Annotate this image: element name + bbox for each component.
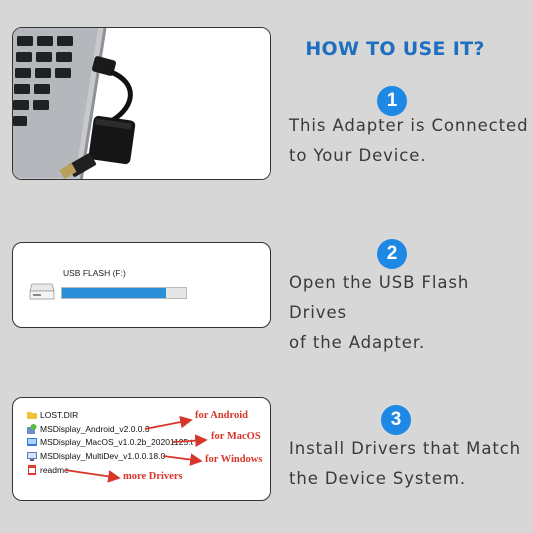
step-3-text: Install Drivers that Match the Device Sy… <box>289 434 529 494</box>
arrow-windows <box>162 453 203 466</box>
driver-files-panel: LOST.DIR MSDisplay_Android_v2.0.0.3 MSDi… <box>12 397 271 501</box>
file-item-macos[interactable]: MSDisplay_MacOS_v1.0.2b_20201125.t <box>27 435 193 449</box>
pdf-icon <box>28 465 36 475</box>
folder-icon <box>27 412 37 419</box>
step-1-line-2: to Your Device. <box>289 146 427 165</box>
android-installer-icon <box>27 424 37 434</box>
step-1-text: This Adapter is Connected to Your Device… <box>289 111 529 171</box>
step-2-line-2: of the Adapter. <box>289 333 426 352</box>
file-item-android[interactable]: MSDisplay_Android_v2.0.0.3 <box>27 422 150 436</box>
usb-drive-panel: USB FLASH (F:) <box>12 242 271 328</box>
label-more-drivers: more Drivers <box>123 471 183 482</box>
annotation-arrows <box>64 415 208 483</box>
arrow-android <box>144 415 193 430</box>
file-item-lost-dir[interactable]: LOST.DIR <box>27 408 78 422</box>
drive-capacity-fill <box>62 288 167 298</box>
windows-installer-icon <box>27 452 37 461</box>
usb-drive-icon <box>29 283 55 300</box>
page-title: HOW TO USE IT? <box>305 38 485 60</box>
step-3-badge: 3 <box>381 405 411 435</box>
arrow-more-drivers <box>64 469 121 483</box>
file-item-readme[interactable]: readme <box>27 463 69 477</box>
step-3-line-1: Install Drivers that Match <box>289 439 522 458</box>
file-item-windows[interactable]: MSDisplay_MultiDev_v1.0.0.18.0 <box>27 449 165 463</box>
step-2-badge: 2 <box>377 239 407 269</box>
step-3-line-2: the Device System. <box>289 469 466 488</box>
adapter-photo-panel <box>12 27 271 180</box>
arrow-macos <box>172 434 208 447</box>
step-1-badge: 1 <box>377 86 407 116</box>
label-for-macos: for MacOS <box>211 431 261 442</box>
drive-capacity-bar <box>61 287 187 299</box>
laptop-adapter-illustration <box>13 28 270 179</box>
drive-label[interactable]: USB FLASH (F:) <box>63 268 126 278</box>
step-2-text: Open the USB Flash Drives of the Adapter… <box>289 268 529 358</box>
macos-installer-icon <box>27 438 37 446</box>
step-1-line-1: This Adapter is Connected <box>289 116 529 135</box>
label-for-windows: for Windows <box>205 454 263 465</box>
label-for-android: for Android <box>195 410 249 421</box>
step-2-line-1: Open the USB Flash Drives <box>289 273 470 322</box>
